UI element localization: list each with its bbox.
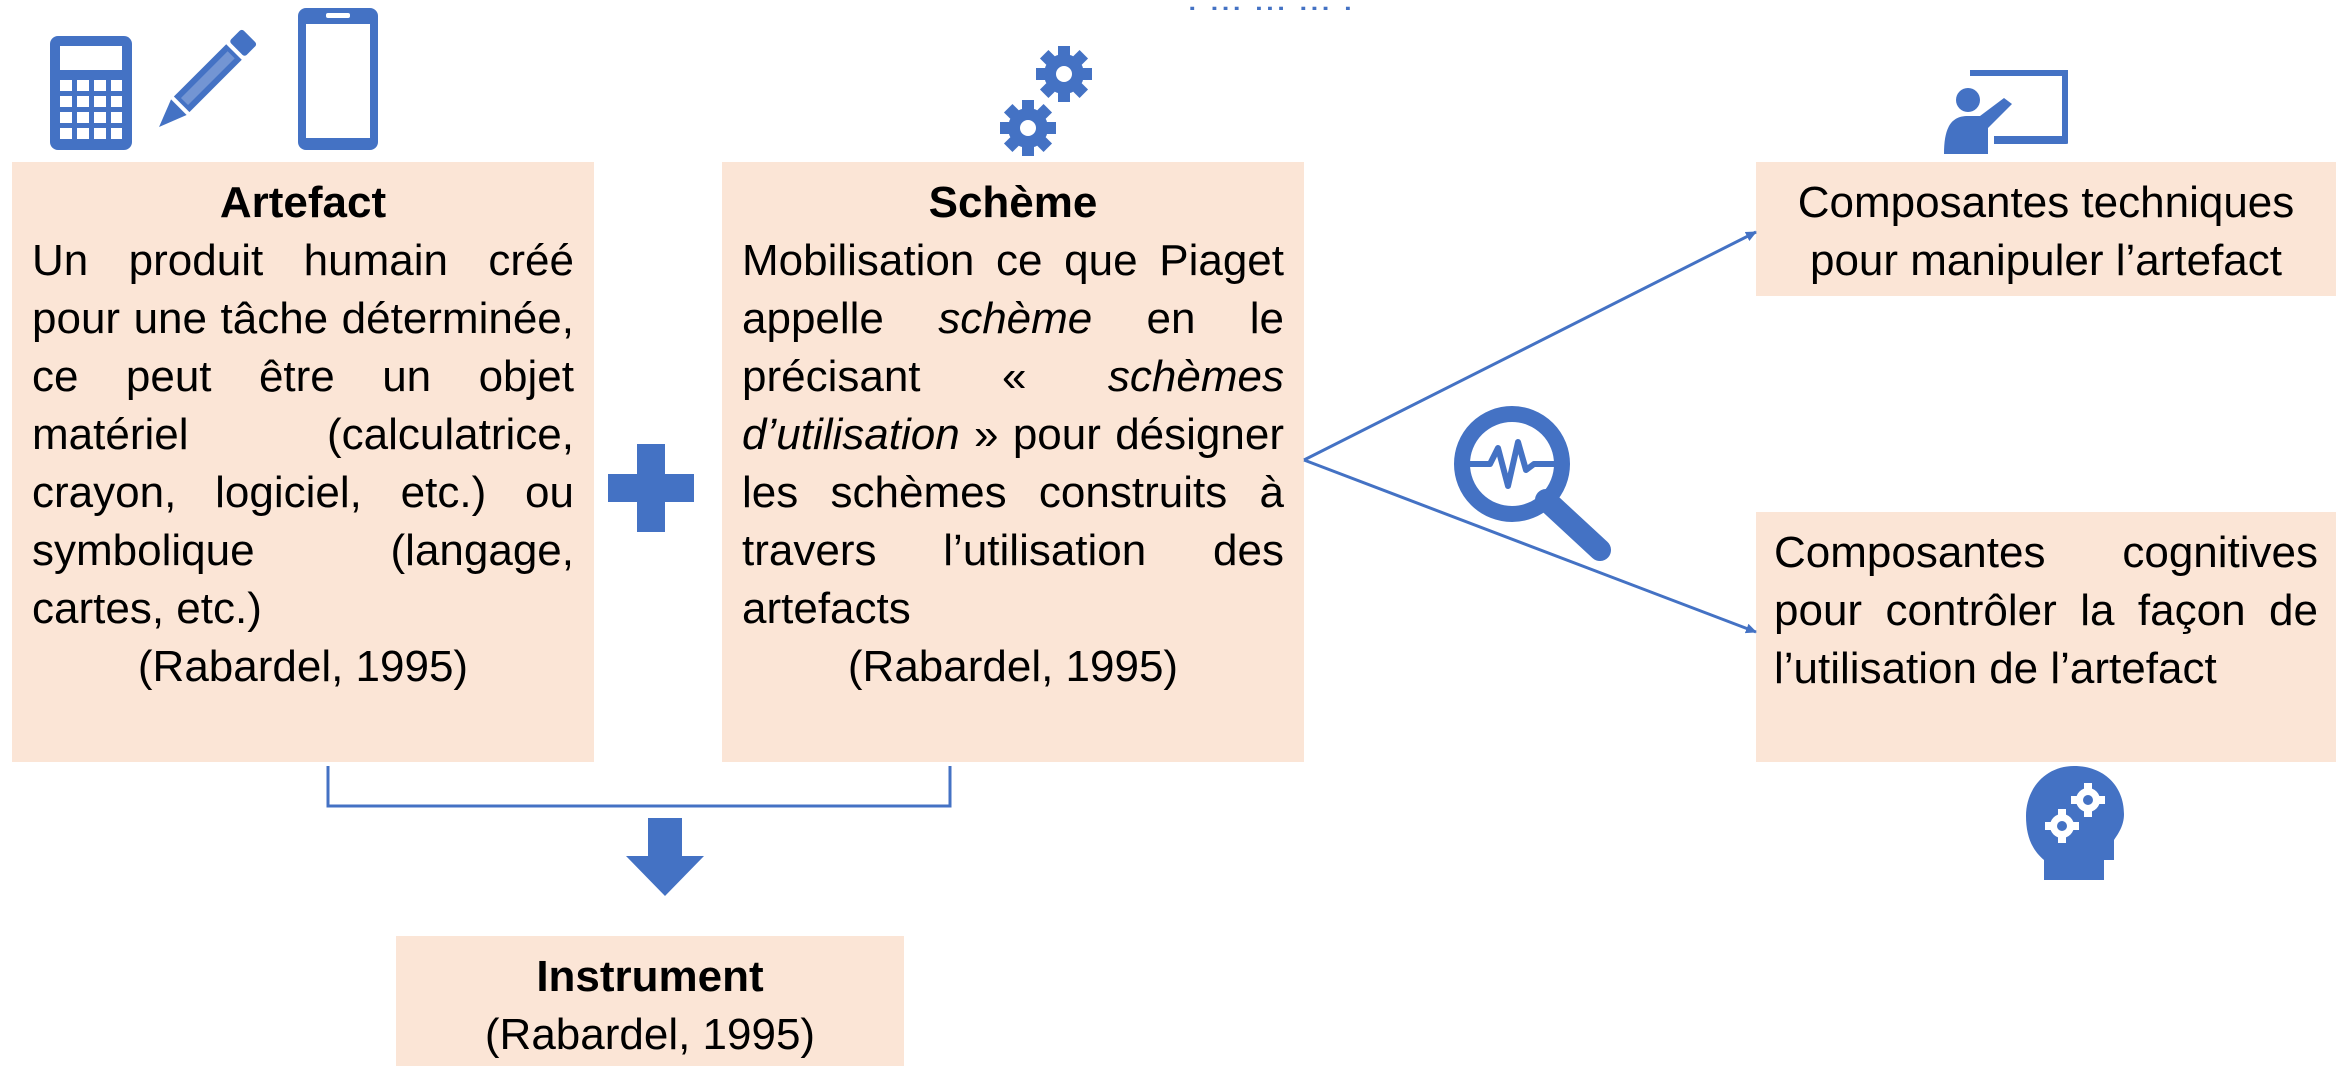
artefact-title: Artefact (219, 178, 387, 227)
gears-icon (1000, 46, 1092, 156)
pencil-icon (159, 29, 257, 127)
scheme-box: Schème Mobilisation ce que Piaget appell… (722, 162, 1304, 762)
cognitive-components-box: Composantes cognitives pour contrôler la… (1756, 512, 2336, 762)
artefact-citation: (Rabardel, 1995) (137, 642, 469, 691)
bracket-connector (326, 766, 952, 808)
plus-icon (608, 444, 694, 532)
scheme-citation: (Rabardel, 1995) (847, 642, 1179, 691)
scheme-description: Mobilisation ce que Piaget appelle schèm… (742, 236, 1284, 633)
cognitive-components-text: Composantes cognitives pour contrôler la… (1774, 528, 2318, 693)
instrument-box: Instrument (Rabardel, 1995) (396, 936, 904, 1066)
magnifier-pulse-icon (1454, 406, 1611, 561)
teacher-board-icon (1944, 70, 2068, 154)
instrument-title: Instrument (536, 952, 764, 1001)
calculator-icon (50, 36, 132, 150)
smartphone-icon (298, 8, 378, 150)
technical-components-text: Composantes techniques pour manipuler l’… (1797, 178, 2295, 285)
artefact-description: Un produit humain créé pour une tâche dé… (32, 236, 574, 633)
scheme-title: Schème (928, 178, 1098, 227)
arrow-to-cognitive (1303, 458, 1757, 634)
down-arrow-icon (626, 818, 704, 896)
arrow-to-technical (1303, 230, 1757, 462)
head-gears-icon (2026, 766, 2124, 880)
artefact-box: Artefact Un produit humain créé pour une… (12, 162, 594, 762)
technical-components-box: Composantes techniques pour manipuler l’… (1756, 162, 2336, 296)
cropped-top-text: , ... ... ... , (1060, 0, 1480, 10)
instrument-citation: (Rabardel, 1995) (484, 1010, 816, 1059)
